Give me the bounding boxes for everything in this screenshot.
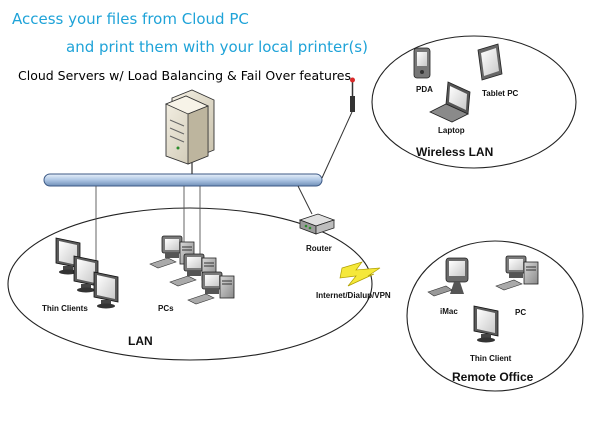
network-backbone [43,173,323,187]
laptop-label: Laptop [438,126,465,135]
remote-office-zone [406,240,584,392]
imac-icon [427,257,469,297]
pc-workstation-icon [187,271,235,305]
remote-office-title: Remote Office [452,370,534,384]
cloud-servers-icon [164,89,215,165]
headline-line-2: and print them with your local printer(s… [66,38,368,56]
lightning-bolt-icon [339,261,381,287]
lan-zone [7,207,373,361]
pda-icon [413,47,431,79]
router-label: Router [306,244,332,253]
internet-link-label: Internet/Dialup/VPN [316,291,391,300]
tablet-pc-icon [477,43,503,81]
antenna-link [321,111,353,179]
laptop-icon [429,81,471,123]
thin-clients-label: Thin Clients [42,304,88,313]
remote-pc-label: PC [515,308,526,317]
wireless-lan-title: Wireless LAN [416,145,493,159]
lan-title: LAN [128,334,153,348]
pcs-label: PCs [158,304,174,313]
subtitle: Cloud Servers w/ Load Balancing & Fail O… [18,68,352,83]
router-link [297,185,313,215]
pda-label: PDA [416,85,433,94]
pc-workstation-icon [169,253,217,287]
wireless-antenna-icon [350,77,355,112]
remote-thin-client-icon [473,305,499,343]
headline-line-1: Access your files from Cloud PC [12,10,249,28]
tablet-pc-label: Tablet PC [482,89,519,98]
remote-pc-icon [495,255,539,291]
imac-label: iMac [440,307,458,316]
thin-client-monitor-icon [93,271,119,309]
router-icon [298,213,336,235]
remote-thin-client-label: Thin Client [470,354,512,363]
pc-workstation-icon [149,235,195,269]
wireless-lan-zone [371,35,577,169]
